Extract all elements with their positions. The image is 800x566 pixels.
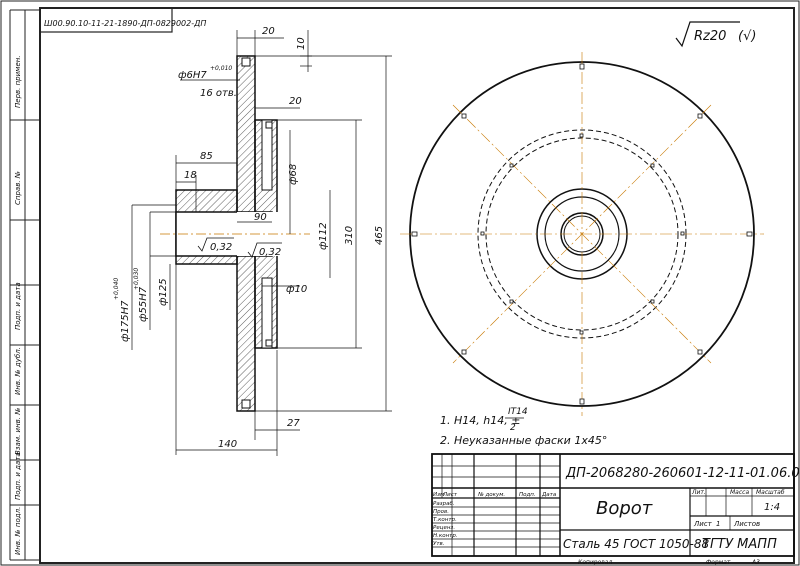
side-label-2: Справ. № [14,171,22,205]
dim-20-top: 20 [262,26,275,37]
format-value: А3 [751,559,760,566]
tol-6h7: +0,010 [210,65,232,72]
stamp-box [39,7,173,33]
dim-68: ф68 [288,164,299,185]
role-4: Реценз. [433,525,455,531]
dim-465: 465 [374,226,385,245]
section-view [160,55,310,412]
note-1-num: IT14 [508,407,528,417]
dim-85: 85 [200,151,213,162]
side-label-3: Подп. и дата [14,282,22,330]
roughness-mark-a: 0,32 [197,237,234,253]
roughness-value: Rz20 [694,29,726,44]
part-name: Ворот [596,498,653,519]
dim-90: 90 [254,212,267,223]
dim-27: 27 [287,418,300,429]
dimension-lines [131,30,392,456]
title-block [431,453,795,557]
role-2: Пров. [433,509,449,515]
rev-hdr-doc: № докум. [477,492,505,498]
holes-16: 16 отв. [200,88,237,99]
dim-112: ф112 [318,222,329,250]
doc-number: ДП-2068280-260601-12-11-01.06.00.001 [565,466,800,481]
rev-hdr-sign: Подп. [519,492,536,498]
hdr-mass: Масса [730,489,749,496]
format-label: Формат [706,559,731,566]
org: ТГТУ МАПП [702,537,777,552]
front-view [400,52,764,416]
side-strip [9,9,40,561]
scale-value: 1:4 [764,502,780,513]
tol-175: +0,040 [113,278,120,300]
sheet-label: Лист [693,520,713,528]
side-label-5: Взам. инв. № [14,407,22,455]
rev-hdr-list: Лист [442,492,458,498]
note-1-den: 2 [510,423,516,433]
copied-label: Копировал [578,559,612,566]
note-2: 2. Неуказанные фаски 1x45° [440,434,607,447]
role-6: Утв. [433,541,445,547]
roughness-symbol: Rz20 (√) [675,21,756,48]
dim-10-top: 10 [296,37,307,50]
role-1: Разраб. [433,501,455,507]
dim-6h7: ф6H7 [178,70,207,81]
tol-55: +0,030 [133,268,140,290]
dim-140: 140 [218,439,237,450]
role-3: Т.контр. [433,517,457,523]
dim-10-bot: ф10 [286,284,307,295]
dim-18: 18 [184,170,197,181]
svg-text:0,32: 0,32 [210,242,232,253]
dim-310: 310 [344,226,355,245]
rev-hdr-date: Дата [541,492,557,498]
side-label-1: Перв. примен. [14,55,22,108]
stamp-text: Ш00.90.10-11-21-1890-ДП-0829002-ДП [44,19,206,28]
side-label-7: Инв. № подл. [14,507,22,555]
roughness-mark-b: 0,32 [247,242,282,258]
hdr-lit: Лит. [691,489,706,496]
role-5: Н.контр. [433,533,458,539]
technical-notes: 1. H14, h14, ± IT14 2 2. Неуказанные фас… [440,407,607,447]
dim-55: ф55Н7 [138,286,149,322]
sheet-number: 1 [716,520,720,528]
note-1: 1. H14, h14, ± [440,414,520,427]
roughness-suffix: (√) [738,29,756,44]
hdr-scale: Масштаб [756,489,785,496]
side-label-4: Инв. № дубл. [14,347,22,395]
material: Сталь 45 ГОСТ 1050-88 [563,537,710,551]
side-label-6: Подп. и дата [14,452,22,500]
dim-125: ф125 [158,278,169,306]
dim-20-mid: 20 [289,96,302,107]
dim-175: ф175Н7 [120,300,131,342]
sheets-label: Листов [733,520,760,528]
rev-hdr-izm: Изм [433,492,444,498]
svg-text:0,32: 0,32 [259,247,281,258]
